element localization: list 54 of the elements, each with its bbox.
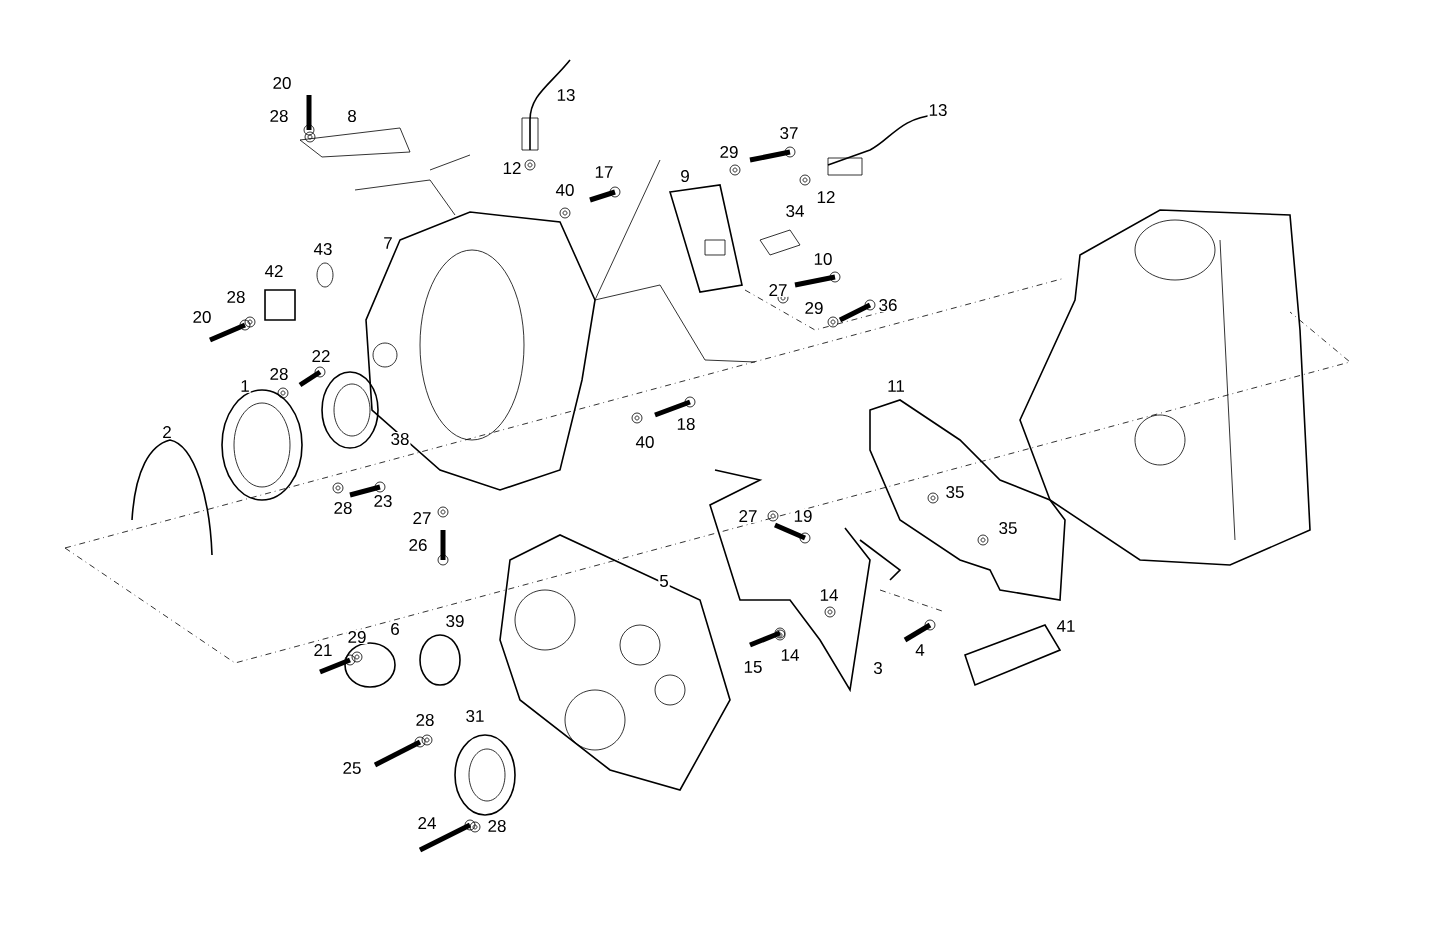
callout-number: 23	[372, 494, 394, 508]
callout-number: 26	[407, 538, 429, 552]
callout-number: 29	[803, 301, 825, 315]
callout-number: 4	[914, 643, 926, 657]
callout-number: 9	[679, 169, 691, 183]
callout-number: 24	[416, 816, 438, 830]
callout-number: 37	[778, 126, 800, 140]
callout-number: 34	[784, 204, 806, 218]
callout-number: 29	[718, 145, 740, 159]
callout-number: 15	[742, 660, 764, 674]
callout-number: 3	[872, 661, 884, 675]
callout-number: 35	[944, 485, 966, 499]
callout-number: 13	[927, 103, 949, 117]
callout-number: 10	[812, 252, 834, 266]
callout-number: 28	[414, 713, 436, 727]
callout-number: 6	[389, 622, 401, 636]
callout-number: 43	[312, 242, 334, 256]
callout-number: 20	[191, 310, 213, 324]
callout-number: 35	[997, 521, 1019, 535]
callout-number: 13	[555, 88, 577, 102]
callout-number: 18	[675, 417, 697, 431]
callout-number: 25	[341, 761, 363, 775]
callout-number: 14	[818, 588, 840, 602]
callout-number: 1	[239, 379, 251, 393]
callout-number: 17	[593, 165, 615, 179]
callout-number: 12	[501, 161, 523, 175]
callout-number: 42	[263, 264, 285, 278]
callout-number: 8	[346, 109, 358, 123]
callout-number: 40	[634, 435, 656, 449]
callout-number: 28	[332, 501, 354, 515]
callout-number: 14	[779, 648, 801, 662]
callout-number: 11	[886, 379, 906, 393]
callout-number: 19	[792, 509, 814, 523]
callout-number: 28	[268, 109, 290, 123]
callout-number: 28	[486, 819, 508, 833]
callout-number: 28	[225, 290, 247, 304]
callout-number: 21	[312, 643, 334, 657]
callout-number: 29	[346, 630, 368, 644]
callout-number: 7	[382, 236, 394, 250]
callout-number: 38	[389, 432, 411, 446]
callout-number: 22	[310, 349, 332, 363]
callout-number: 41	[1055, 619, 1077, 633]
callout-number: 12	[815, 190, 837, 204]
callout-number: 27	[411, 511, 433, 525]
callout-number: 40	[554, 183, 576, 197]
callout-number: 27	[767, 283, 789, 297]
callout-number: 27	[737, 509, 759, 523]
callout-number: 31	[464, 709, 486, 723]
callout-number: 20	[271, 76, 293, 90]
callout-number: 2	[161, 425, 173, 439]
callout-number: 36	[877, 298, 899, 312]
callout-number: 5	[658, 574, 670, 588]
callout-number: 39	[444, 614, 466, 628]
callout-number: 28	[268, 367, 290, 381]
